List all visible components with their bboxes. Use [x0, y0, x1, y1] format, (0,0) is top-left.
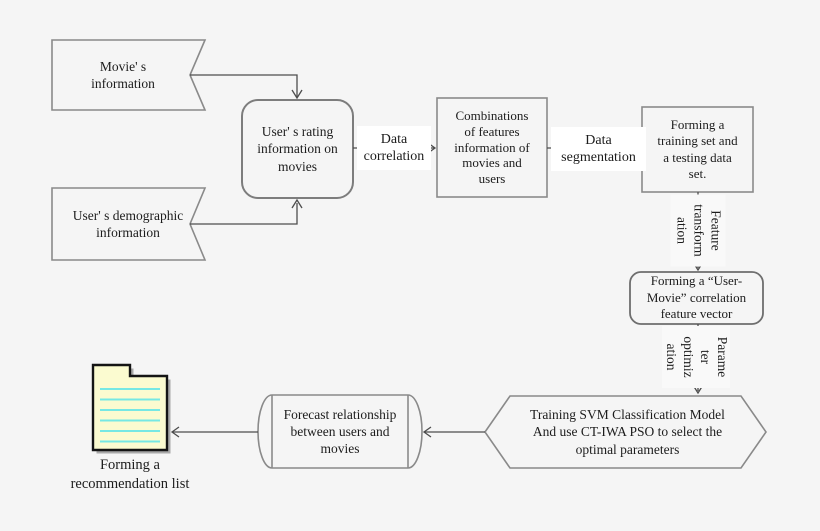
user-demographic-flag-shape [51, 187, 207, 261]
movie-info-label: Movie' s information [91, 58, 155, 91]
user-movie-vector-label: Forming a “User- Movie” correlation feat… [646, 272, 747, 322]
arrow-movie-to-rating [190, 74, 298, 97]
document-rule-lines [100, 388, 160, 443]
training-set-box-shape [641, 106, 754, 193]
combinations-label: Combinations of features information of … [454, 107, 530, 187]
document-icon [91, 363, 169, 452]
arrowhead-svm-to-forecast [422, 426, 432, 438]
combinations-box-shape [436, 97, 548, 198]
forecast-label: Forecast relationship between users and … [283, 406, 397, 457]
edge-label-data-correlation: Data correlation [357, 126, 431, 170]
edge-label-data-segmentation: Data segmentation [551, 127, 646, 171]
edge-label-feature-transformation: Feature transform ation [670, 194, 726, 267]
movie-info-flag-shape [51, 39, 207, 111]
user-movie-vector-box-shape [629, 271, 764, 325]
user-demographic-label: User' s demographic information [72, 207, 184, 240]
edge-label-parameter-optimization: Parame ter optimiz ation [662, 326, 730, 388]
recommendation-list-label: Forming a recommendation list [70, 457, 190, 492]
svm-training-hexagon-shape [484, 395, 767, 469]
user-rating-box-shape [241, 99, 354, 199]
arrowhead-forecast-to-list [170, 426, 180, 438]
arrowhead-movie-to-rating [291, 89, 303, 100]
arrow-demo-to-rating [190, 203, 298, 225]
arrowhead-demo-to-rating [291, 198, 303, 209]
user-rating-label: User' s rating information on movies [257, 124, 338, 174]
svm-training-label: Training SVM Classification Model And us… [530, 407, 725, 457]
training-set-label: Forming a training set and a testing dat… [657, 117, 738, 181]
